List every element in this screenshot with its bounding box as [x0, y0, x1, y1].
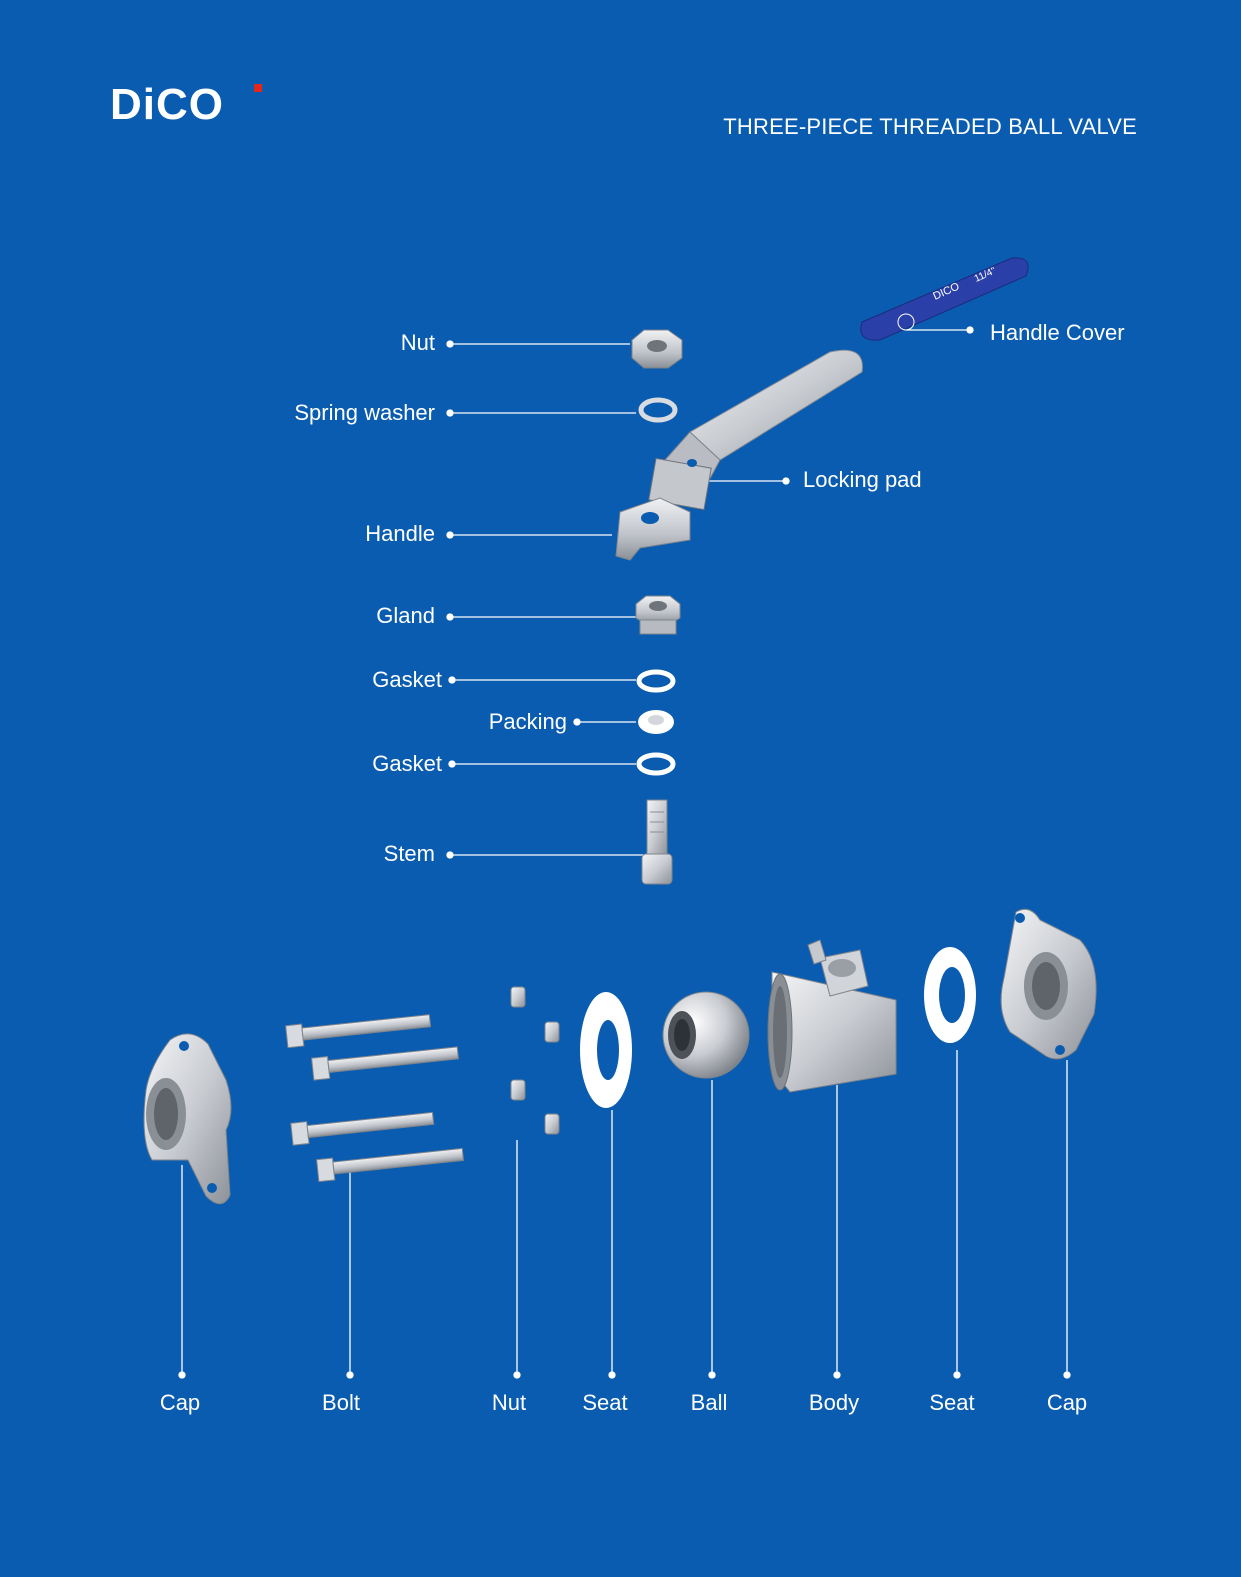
spring-washer-part — [638, 397, 678, 423]
logo-red-square — [254, 84, 262, 92]
label-ball: Ball — [690, 1390, 728, 1415]
label-gland: Gland — [376, 603, 435, 628]
packing-part — [638, 710, 674, 734]
label-locking-pad: Locking pad — [803, 467, 922, 492]
label-gasket-top: Gasket — [372, 667, 442, 692]
label-body: Body — [808, 1390, 860, 1415]
small-nuts-part — [510, 986, 560, 1135]
label-seat-right: Seat — [929, 1390, 975, 1415]
gland-part — [635, 595, 681, 635]
nut-part — [631, 329, 683, 369]
cap-left-part — [143, 1033, 232, 1205]
logo-text: DiCO — [110, 80, 224, 129]
label-nut-bottom: Nut — [491, 1390, 527, 1415]
label-bolt: Bolt — [322, 1390, 360, 1415]
dico-logo: DiCO — [110, 80, 262, 130]
ball-part — [662, 991, 750, 1079]
page-title: THREE-PIECE THREADED BALL VALVE — [723, 114, 1137, 139]
stem-part — [641, 799, 673, 885]
seat-left-part — [580, 992, 632, 1108]
label-packing: Packing — [488, 709, 567, 734]
label-seat-left: Seat — [582, 1390, 628, 1415]
body-part — [767, 939, 897, 1093]
label-spring-washer: Spring washer — [294, 400, 435, 425]
bolts-part — [285, 1014, 465, 1183]
gasket-bottom-part — [636, 752, 676, 776]
cap-right-part — [1000, 908, 1097, 1060]
label-cap-left: Cap — [159, 1390, 201, 1415]
label-handle-cover: Handle Cover — [990, 320, 1125, 345]
gasket-top-part — [636, 669, 676, 693]
handle-part — [615, 349, 863, 561]
label-handle: Handle — [365, 521, 435, 546]
label-stem: Stem — [383, 841, 435, 866]
label-cap-right: Cap — [1046, 1390, 1088, 1415]
label-nut: Nut — [400, 330, 435, 355]
label-gasket-bottom: Gasket — [372, 751, 442, 776]
seat-right-part — [924, 947, 976, 1043]
